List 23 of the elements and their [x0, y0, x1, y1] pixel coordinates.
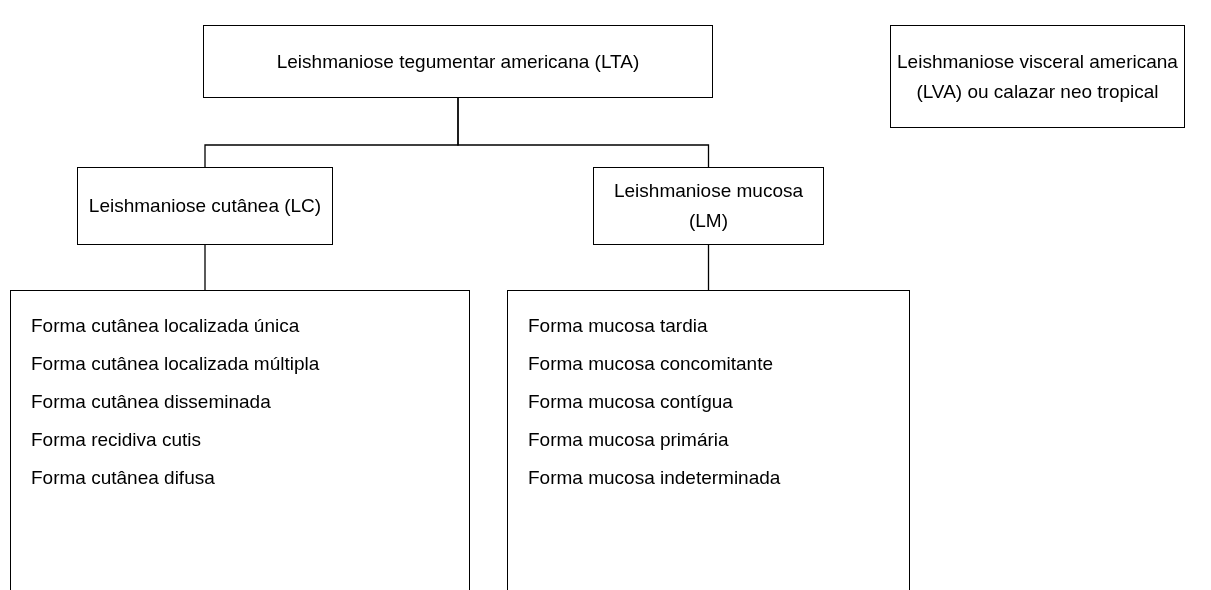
list-item: Forma cutânea disseminada [31, 390, 271, 414]
list-item: Forma cutânea localizada única [31, 314, 300, 338]
category-box [890, 25, 1185, 128]
box-label: Leishmaniose visceral americana (LVA) ou calazar neo tropical [896, 49, 1179, 104]
list-item: Forma recidiva cutis [31, 428, 201, 452]
list-item: Forma mucosa primária [528, 428, 729, 452]
category-box [203, 25, 713, 98]
list-item: Forma cutânea localizada múltipla [31, 352, 320, 376]
box-label: Leishmaniose tegumentar americana (LTA) [276, 49, 640, 74]
category-box [593, 167, 824, 245]
list-item: Forma cutânea difusa [31, 466, 215, 490]
box-label: Leishmaniose cutânea (LC) [88, 194, 322, 218]
connector-line [204, 244, 206, 291]
list-item: Forma mucosa concomitante [528, 352, 773, 376]
connector-line [457, 97, 710, 168]
list-box [507, 290, 910, 590]
list-box [10, 290, 470, 590]
list-item: Forma mucosa indeterminada [528, 466, 781, 490]
list-item: Forma mucosa tardia [528, 314, 708, 338]
connector-line [707, 244, 710, 291]
list-item: Forma mucosa contígua [528, 390, 733, 414]
category-box [77, 167, 333, 245]
box-label: Leishmaniose mucosa (LM) [612, 179, 804, 233]
